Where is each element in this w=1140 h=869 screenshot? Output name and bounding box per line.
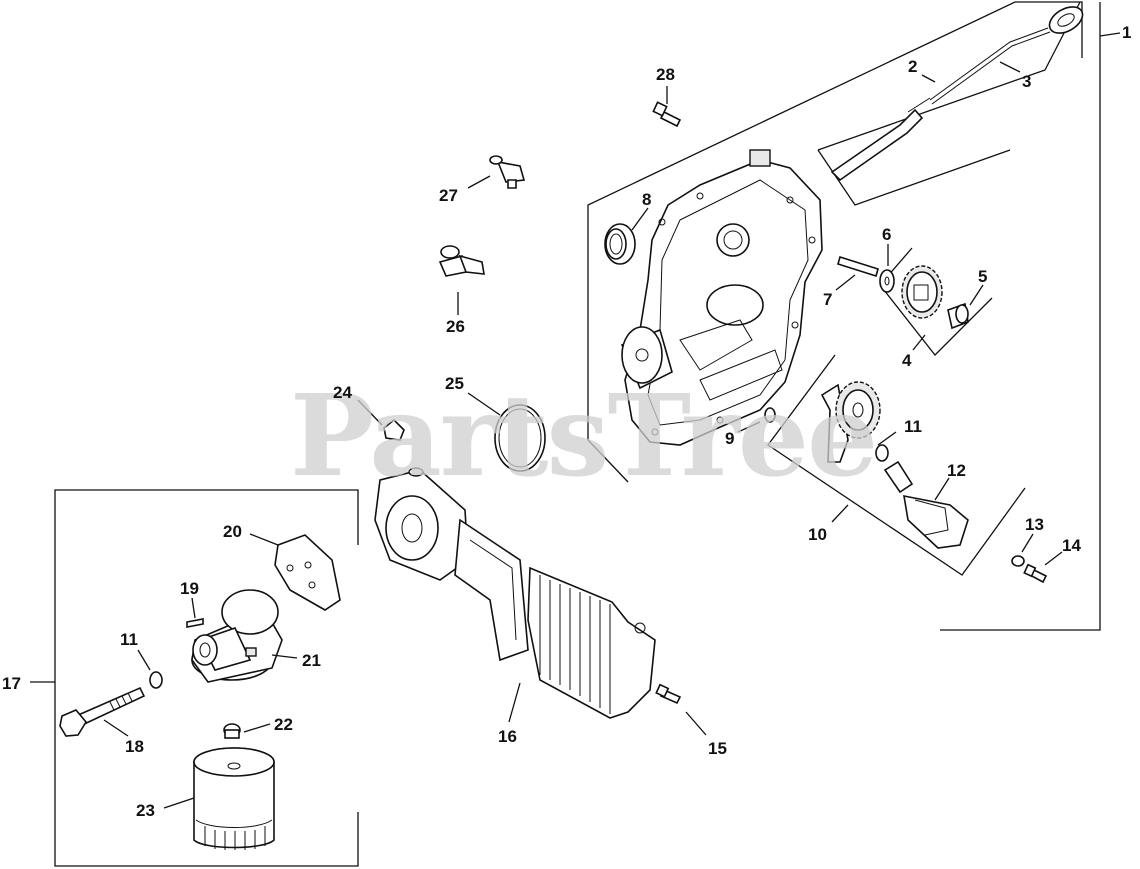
governor-gear-part (901, 265, 943, 319)
adapter-bolt-part (59, 686, 146, 737)
screw-28-part (652, 101, 682, 128)
clip-part (383, 418, 405, 441)
oil-pickup-part (883, 460, 969, 549)
o-ring-part-right (875, 444, 889, 462)
callout-21: 21 (302, 651, 321, 670)
assembly-17-outline (54, 489, 359, 867)
callout-20: 20 (223, 522, 242, 541)
callout-15: 15 (708, 739, 727, 758)
callout-13: 13 (1025, 515, 1044, 534)
dipstick-part (929, 6, 1084, 105)
callout-3: 3 (1022, 72, 1031, 91)
filter-adapter-part (191, 589, 283, 683)
callout-10: 10 (808, 525, 827, 544)
callout-8: 8 (642, 190, 651, 209)
dipstick-tube-part (830, 97, 931, 182)
callout-23: 23 (136, 801, 155, 820)
gasket-plate-part (274, 534, 341, 611)
o-ring-part-left (149, 671, 163, 689)
washer-13-part (1011, 555, 1025, 567)
small-o-ring-part (764, 407, 776, 423)
screw-14-part (1023, 563, 1048, 584)
callout-25: 25 (445, 374, 464, 393)
assembly-10-outline (767, 354, 1026, 576)
shaft-pin-part (837, 255, 879, 278)
oil-pressure-switch-part (489, 155, 526, 189)
callout-5: 5 (978, 267, 987, 286)
callout-labels: 1 2 3 4 5 6 7 8 9 10 11 11 12 13 14 15 1… (2, 23, 1131, 820)
assembly-2-outline (817, 1, 1081, 206)
callout-26: 26 (446, 317, 465, 336)
leader-lines (30, 32, 1121, 809)
callout-14: 14 (1062, 536, 1081, 555)
screw-15-part (655, 683, 682, 705)
callout-9: 9 (725, 429, 734, 448)
large-o-ring-part (494, 404, 546, 472)
oil-cooler-part (374, 467, 656, 719)
callout-18: 18 (125, 737, 144, 756)
callout-17: 17 (2, 674, 21, 693)
oil-filter-part (193, 747, 275, 850)
callout-22: 22 (274, 715, 293, 734)
callout-12: 12 (947, 461, 966, 480)
callout-11-left: 11 (120, 630, 138, 649)
callout-1: 1 (1122, 23, 1131, 42)
nipple-part (223, 723, 241, 739)
callout-7: 7 (823, 290, 832, 309)
callout-24: 24 (333, 383, 352, 402)
watermark-text: PartsTree (290, 371, 876, 502)
closure-plate-part (620, 149, 823, 446)
callout-6: 6 (882, 225, 891, 244)
callout-27: 27 (439, 186, 458, 205)
callout-28: 28 (656, 65, 675, 84)
callout-4: 4 (902, 351, 912, 370)
elbow-fitting-part (438, 245, 485, 277)
callout-2: 2 (908, 57, 917, 76)
callout-19: 19 (180, 579, 199, 598)
oil-pump-gear-part (820, 381, 881, 463)
callout-11-right: 11 (904, 417, 922, 436)
regulating-pin-part (947, 302, 969, 330)
pin-19-part (186, 618, 204, 628)
oil-seal-part (604, 223, 636, 265)
washer-part (879, 269, 895, 293)
callout-16: 16 (498, 727, 517, 746)
